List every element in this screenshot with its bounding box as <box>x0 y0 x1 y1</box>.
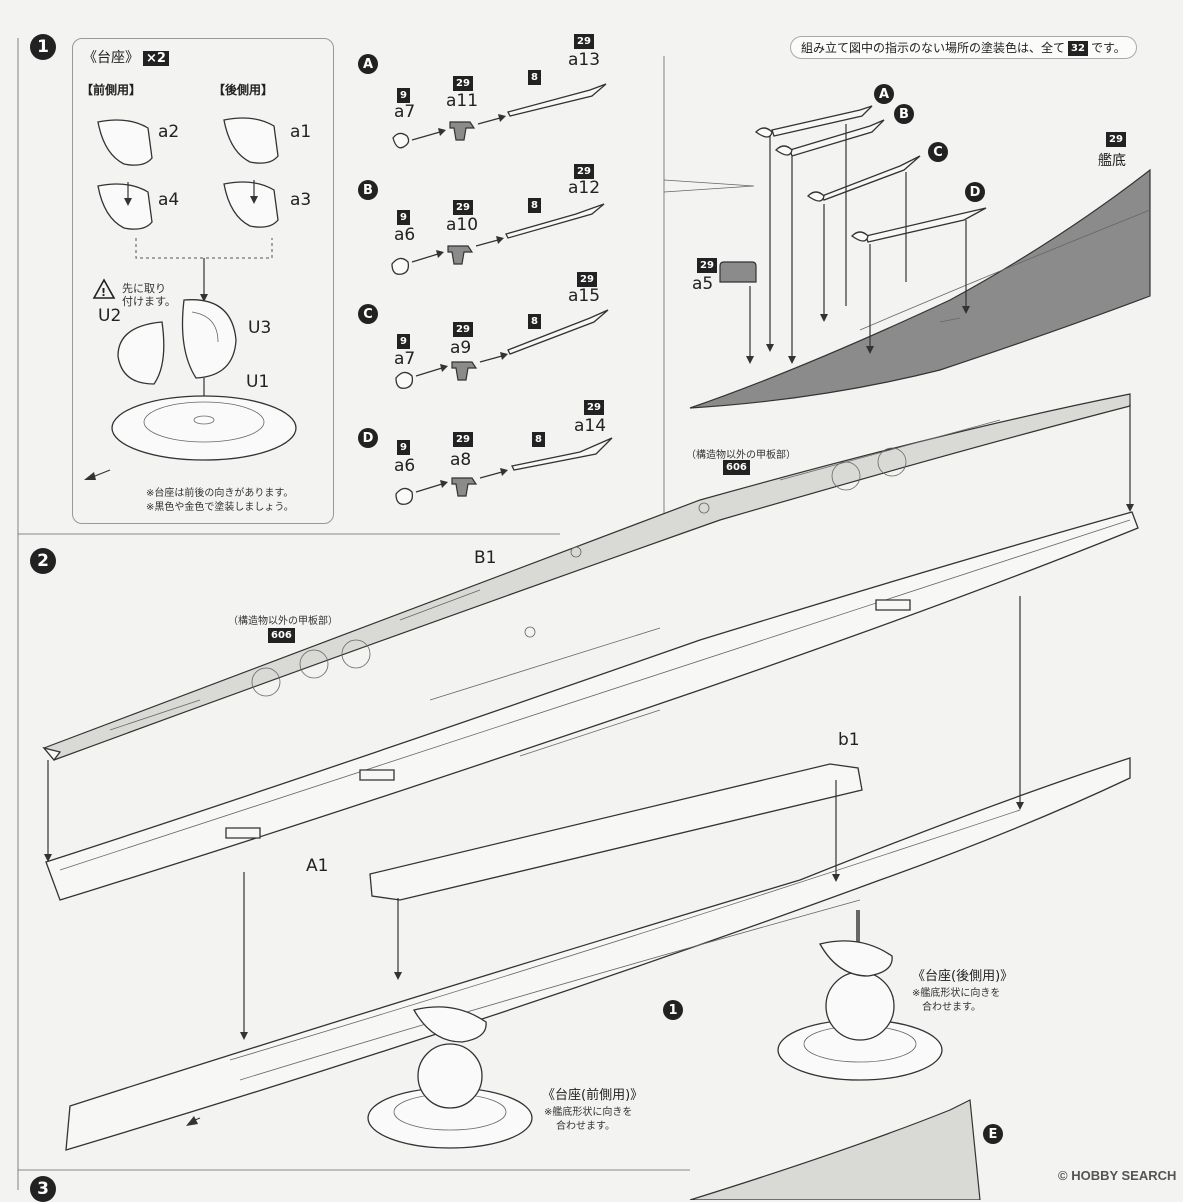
stand-panel: 《台座》×2 【前側用】 【後側用】 <box>72 38 334 524</box>
color-a-29: 29 <box>453 76 473 91</box>
hull-badge-a: A <box>874 84 894 104</box>
rear-stand-title: 《台座(後側用)》 <box>912 969 1014 984</box>
warning-line-1: 先に取り <box>122 282 166 295</box>
color-c-29b: 29 <box>577 272 597 287</box>
color-c-29: 29 <box>453 322 473 337</box>
front-stand <box>367 1006 533 1149</box>
hull-lower <box>65 757 1131 1151</box>
color-a5: 29 <box>697 258 717 273</box>
step-3-deck <box>689 1099 981 1200</box>
multiplier-badge: ×2 <box>143 51 169 66</box>
part-a3: a3 <box>290 190 312 210</box>
part-a7-c: a7 <box>394 349 416 369</box>
deck-b1 <box>42 393 1131 762</box>
part-a14: a14 <box>574 416 607 436</box>
deck-note-right: （構造物以外の甲板部） <box>686 450 796 461</box>
color-a-8: 8 <box>528 70 541 85</box>
color-d-29b: 29 <box>584 400 604 415</box>
color-b-8: 8 <box>528 198 541 213</box>
shaft-assemblies <box>719 105 987 364</box>
color-deck-left: 606 <box>268 628 295 643</box>
rear-stand <box>777 940 943 1081</box>
color-b-29b: 29 <box>574 164 594 179</box>
color-b-9: 9 <box>397 210 410 225</box>
front-stand-title: 《台座(前側用)》 <box>542 1088 644 1103</box>
color-keel: 29 <box>1106 132 1126 147</box>
part-b1: b1 <box>838 730 860 750</box>
painting-note-color: 32 <box>1068 41 1088 56</box>
part-u2: U2 <box>98 306 122 326</box>
deck-note-left: （構造物以外の甲板部） <box>228 616 338 627</box>
ref-step-1-badge: 1 <box>663 1000 683 1020</box>
color-c-9: 9 <box>397 334 410 349</box>
rear-stand-note-1: ※艦底形状に向きを <box>912 988 1001 999</box>
step-2-badge: 2 <box>30 548 56 574</box>
sub-badge-a: A <box>358 54 378 74</box>
stand-note-1: ※台座は前後の向きがあります。 <box>146 488 294 499</box>
step-1-badge: 1 <box>30 34 56 60</box>
stand-note-2: ※黒色や金色で塗装しましょう。 <box>146 502 294 513</box>
callout-pointer <box>663 179 755 193</box>
sub-badge-b: B <box>358 180 378 200</box>
part-a1: a1 <box>290 122 312 142</box>
stand-cradles <box>97 117 279 230</box>
part-u1: U1 <box>246 372 270 392</box>
part-A1: A1 <box>306 856 329 876</box>
part-a10: a10 <box>446 215 479 235</box>
color-a-29b: 29 <box>574 34 594 49</box>
part-a13: a13 <box>568 50 601 70</box>
color-d-8: 8 <box>532 432 545 447</box>
color-d-29: 29 <box>453 432 473 447</box>
cradle-dashed-link <box>135 238 273 259</box>
color-deck-right: 606 <box>723 460 750 475</box>
color-d-9: 9 <box>397 440 410 455</box>
warning-icon: ! <box>92 278 116 299</box>
part-a11: a11 <box>446 91 479 111</box>
hull-badge-d: D <box>965 182 985 202</box>
part-a5: a5 <box>692 274 714 294</box>
hull-badge-c: C <box>928 142 948 162</box>
part-a15: a15 <box>568 286 601 306</box>
sub-badge-c: C <box>358 304 378 324</box>
watermark: © HOBBY SEARCH <box>1058 1168 1177 1183</box>
hull-a1 <box>45 511 1139 901</box>
color-b-29: 29 <box>453 200 473 215</box>
hull-badge-b: B <box>894 104 914 124</box>
painting-note-text: 組み立て図中の指示のない場所の塗装色は、全て <box>801 41 1066 55</box>
part-B1: B1 <box>474 548 497 568</box>
part-a6: a6 <box>394 225 416 245</box>
front-label: 【前側用】 <box>81 83 142 97</box>
part-a9: a9 <box>450 338 472 358</box>
stand-base <box>111 395 297 461</box>
color-a-9: 9 <box>397 88 410 103</box>
front-stand-note-1: ※艦底形状に向きを <box>544 1107 633 1118</box>
color-c-8: 8 <box>528 314 541 329</box>
part-a7: a7 <box>394 102 416 122</box>
stand-panel-title: 《台座》×2 <box>83 47 169 67</box>
rear-stand-note-2: 合わせます。 <box>922 1002 981 1013</box>
ref-e-badge: E <box>983 1124 1003 1144</box>
part-a12: a12 <box>568 178 601 198</box>
keel-part <box>689 168 1151 409</box>
part-a6-d: a6 <box>394 456 416 476</box>
assembly-arrows <box>44 404 1134 1126</box>
front-stand-note-2: 合わせます。 <box>556 1121 615 1132</box>
part-u3: U3 <box>248 318 272 338</box>
svg-text:!: ! <box>101 286 106 299</box>
stand-ball <box>117 299 237 385</box>
warning-line-2: 付けます。 <box>122 295 176 308</box>
part-a4: a4 <box>158 190 180 210</box>
rear-label: 【後側用】 <box>213 83 274 97</box>
part-a8: a8 <box>450 450 472 470</box>
painting-note-suffix: です。 <box>1090 41 1126 55</box>
subassembly-drawings <box>391 83 613 505</box>
sub-badge-d: D <box>358 428 378 448</box>
keel-label: 艦底 <box>1098 153 1126 169</box>
part-a2: a2 <box>158 122 180 142</box>
step-3-badge: 3 <box>30 1176 56 1202</box>
